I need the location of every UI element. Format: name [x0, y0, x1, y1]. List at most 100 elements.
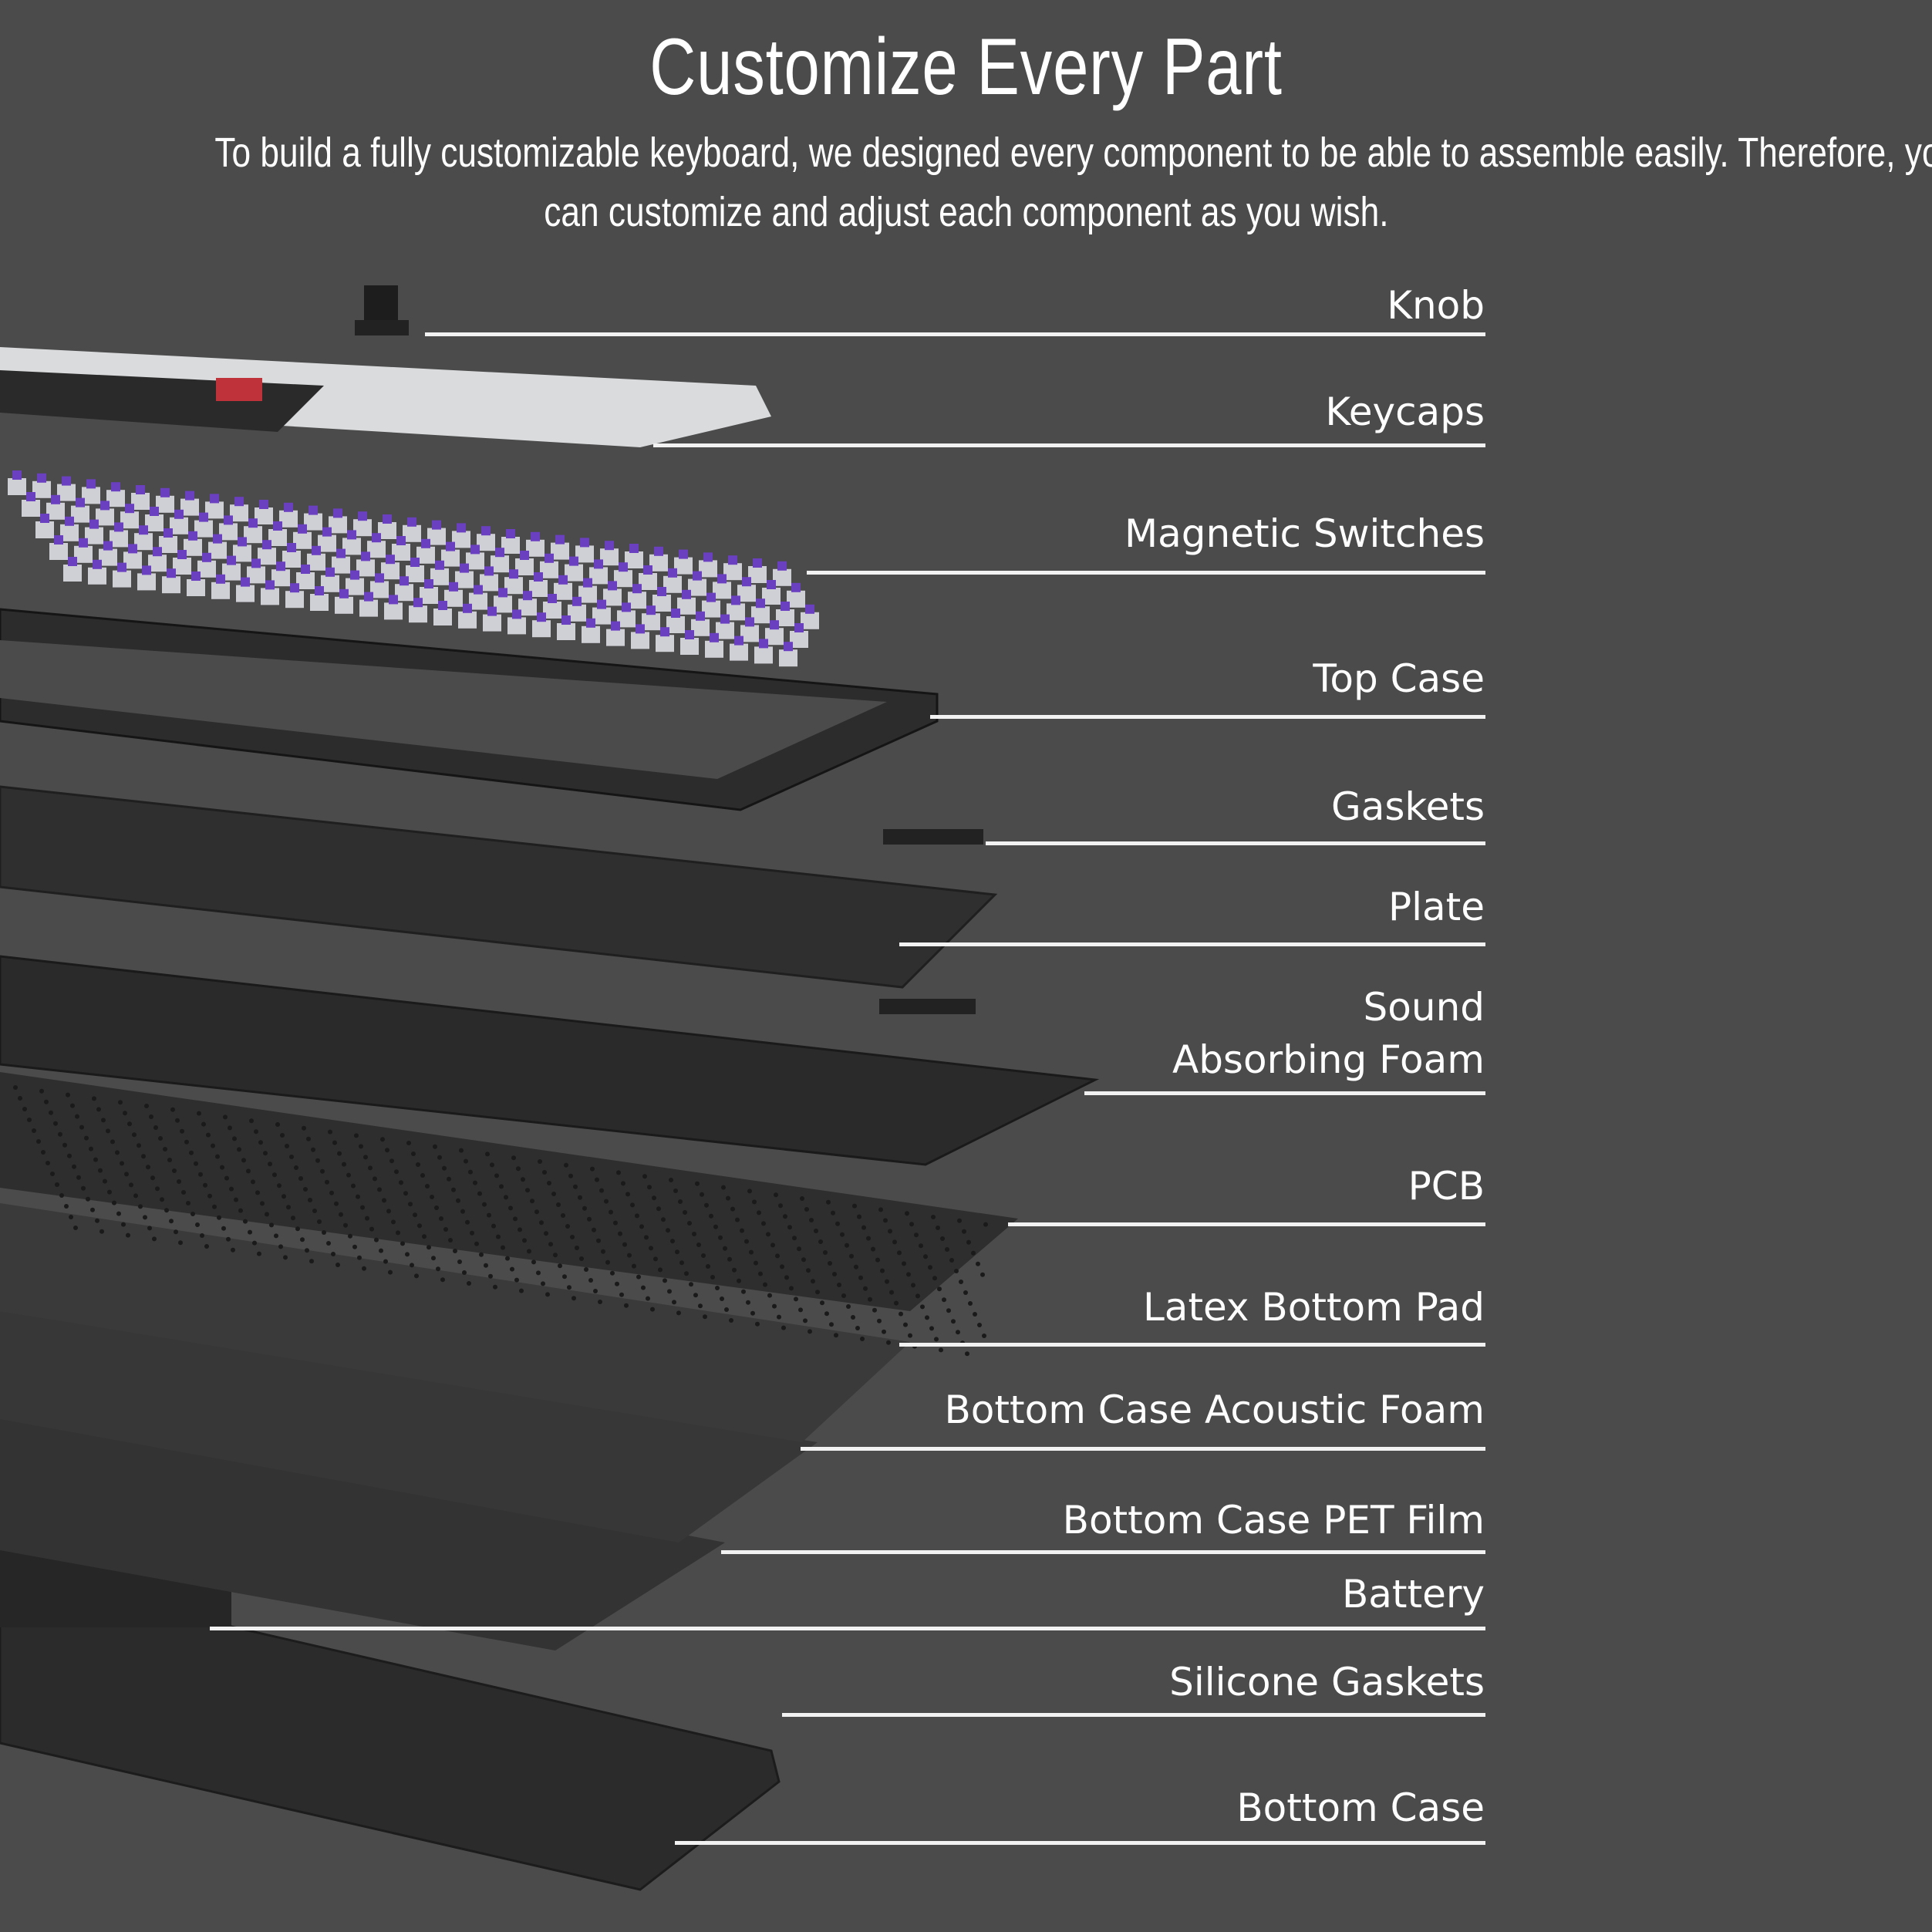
switch-stem: [167, 568, 176, 578]
switch-housing: [639, 573, 657, 590]
pcb-hole: [618, 1231, 622, 1236]
switch-stem: [273, 521, 282, 531]
pcb-hole: [201, 1121, 206, 1127]
switch-stem: [358, 511, 367, 521]
pcb-hole: [757, 1210, 761, 1216]
pcb-hole: [931, 1215, 936, 1219]
pcb-hole: [584, 1267, 588, 1272]
pcb-hole: [801, 1257, 806, 1263]
pcb-hole: [405, 1252, 410, 1257]
pcb-hole: [286, 1205, 291, 1210]
switch-housing: [551, 542, 569, 560]
page-title: Customize Every Part: [649, 22, 1283, 112]
switch-housing: [268, 529, 287, 546]
pcb-hole: [723, 1246, 727, 1251]
switch-stem: [333, 508, 342, 518]
switch-stem: [685, 630, 694, 639]
pcb-hole: [545, 1292, 550, 1297]
switch-stem: [671, 609, 680, 618]
switch-stem: [51, 494, 60, 504]
switch-housing: [740, 625, 759, 642]
pcb-hole: [420, 1173, 425, 1178]
switch-housing: [666, 616, 685, 633]
pcb-hole: [752, 1199, 757, 1205]
pcb-hole: [857, 1214, 861, 1219]
switch-stem: [794, 623, 804, 632]
switch-housing: [677, 597, 696, 615]
switch-stem: [86, 479, 96, 489]
pcb-hole: [521, 1177, 525, 1182]
switch-stem: [117, 562, 126, 572]
pcb-hole: [272, 1172, 277, 1178]
switch-housing: [395, 584, 413, 602]
switch-stem: [586, 618, 595, 628]
subtitle-line-1: To build a fully customizable keyboard, …: [214, 130, 1932, 176]
switch-housing: [430, 568, 449, 585]
switch-housing: [600, 548, 619, 566]
pcb-hole: [727, 1256, 732, 1262]
pcb-hole: [487, 1212, 491, 1218]
pcb-hole: [621, 1181, 625, 1186]
switch-housing: [642, 613, 660, 631]
switch-housing: [392, 544, 410, 561]
pcb-hole: [124, 1172, 129, 1177]
pcb-hole: [84, 1135, 89, 1141]
switch-stem: [693, 571, 702, 581]
pcb-hole: [635, 1213, 639, 1219]
switch-stem: [185, 491, 194, 501]
pcb-hole: [207, 1193, 212, 1199]
pcb-hole: [260, 1201, 265, 1206]
pcb-hole: [231, 1247, 235, 1253]
switch-housing: [304, 513, 322, 531]
switch-stem: [26, 492, 35, 501]
pcb-hole: [342, 1162, 346, 1167]
pcb-hole: [232, 1136, 237, 1141]
pcb-hole: [885, 1279, 889, 1284]
switch-housing: [285, 591, 304, 609]
pcb-hole: [181, 1190, 186, 1195]
switch-stem: [731, 595, 740, 605]
pcb-hole: [693, 1293, 698, 1298]
pcb-hole: [575, 1246, 579, 1250]
pcb-hole: [860, 1337, 865, 1341]
switch-housing: [713, 582, 731, 599]
pcb-hole: [224, 1175, 229, 1181]
switch-stem: [495, 548, 504, 558]
switch-housing: [663, 575, 682, 593]
pcb-hole: [942, 1297, 946, 1303]
switch-stem: [742, 577, 751, 587]
pcb-hole: [263, 1151, 268, 1156]
switch-housing: [63, 565, 82, 582]
pcb-hole: [220, 1165, 224, 1170]
pcb-hole: [275, 1122, 280, 1127]
pcb-hole: [382, 1198, 386, 1203]
pcb-hole: [356, 1194, 360, 1199]
switch-housing: [310, 594, 329, 611]
switch-housing: [529, 580, 548, 597]
pcb-hole: [826, 1199, 831, 1205]
pcb-hole: [257, 1251, 261, 1256]
pcb-hole: [590, 1166, 595, 1172]
pcb-hole: [915, 1293, 920, 1299]
switch-housing: [751, 606, 770, 624]
pcb-hole: [320, 1168, 325, 1174]
pcb-hole: [277, 1183, 282, 1189]
pcb-hole: [322, 1230, 326, 1235]
switch-stem: [555, 534, 565, 545]
switch-housing: [134, 533, 153, 551]
pcb-hole: [883, 1218, 888, 1223]
pcb-hole: [824, 1311, 829, 1317]
pcb-hole: [437, 1155, 442, 1160]
switch-stem: [238, 537, 247, 547]
pcb-hole: [251, 1179, 255, 1185]
pcb-hole: [505, 1256, 510, 1261]
pcb-hole: [391, 1219, 396, 1225]
switch-housing: [35, 521, 54, 538]
switch-stem: [37, 473, 46, 483]
switch-stem: [265, 580, 275, 590]
pcb-hole: [339, 1212, 343, 1217]
pcb-hole: [766, 1232, 770, 1237]
switch-housing: [420, 587, 438, 604]
pcb-hole: [305, 1248, 309, 1253]
pcb-hole: [493, 1284, 497, 1290]
